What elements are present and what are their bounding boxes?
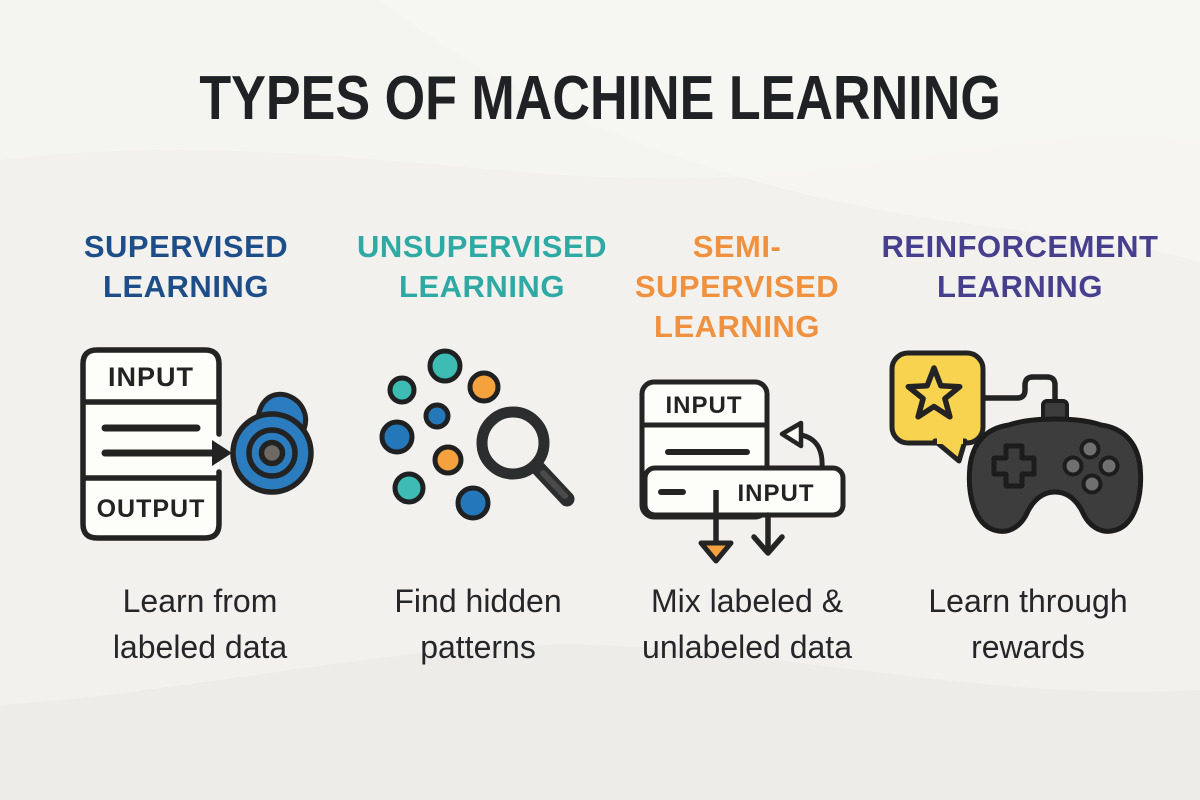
heading-line: LEARNING xyxy=(399,269,565,304)
heading-unsupervised-learning: UNSUPERVISED LEARNING xyxy=(332,227,632,307)
caption-supervised: Learn from labeled data xyxy=(50,578,350,670)
caption-unsupervised: Find hidden patterns xyxy=(328,578,628,670)
target-icon xyxy=(230,391,314,495)
speech-bubble-icon xyxy=(889,350,986,464)
wire xyxy=(982,374,1058,403)
page-title: TYPES OF MACHINE LEARNING xyxy=(199,64,1001,133)
reward-star-gamepad-icon xyxy=(889,350,1144,534)
curved-arrow-head xyxy=(779,420,804,449)
heading-reinforcement-learning: REINFORCEMENT LEARNING xyxy=(870,227,1170,307)
gamepad-icon xyxy=(966,399,1144,534)
down-arrow-plain-icon xyxy=(751,512,785,556)
heading-line: SUPERVISED xyxy=(634,269,840,304)
heading-semi-supervised-learning: SEMI- SUPERVISED LEARNING xyxy=(612,227,862,347)
heading-line: LEARNING xyxy=(103,269,269,304)
heading-line: SEMI- xyxy=(692,229,782,264)
input-label: INPUT xyxy=(108,362,194,392)
star-icon xyxy=(905,365,963,420)
caption-reinforcement: Learn through rewards xyxy=(878,578,1178,670)
caption-semi-supervised: Mix labeled & unlabeled data xyxy=(597,578,897,670)
input-bottom-label: INPUT xyxy=(738,480,815,507)
caption-line: Learn from xyxy=(122,583,278,619)
caption-line: Learn through xyxy=(928,583,1128,619)
io-box-border xyxy=(80,347,222,541)
cluster-dots xyxy=(379,348,501,521)
dpad-icon xyxy=(991,443,1037,489)
scatter-dots-magnifier-icon xyxy=(379,348,575,521)
input-output-target-icon: INPUT OUTPUT xyxy=(80,347,314,541)
magnifier-icon xyxy=(476,406,575,507)
action-buttons xyxy=(1062,438,1120,495)
heading-line: REINFORCEMENT xyxy=(881,229,1159,264)
caption-line: labeled data xyxy=(112,629,288,665)
heading-line: UNSUPERVISED xyxy=(356,229,608,264)
down-arrow-labeled-icon xyxy=(698,490,734,564)
heading-supervised-learning: SUPERVISED LEARNING xyxy=(36,227,336,307)
heading-line: LEARNING xyxy=(654,309,820,344)
output-label: OUTPUT xyxy=(97,495,206,523)
input-top-label: INPUT xyxy=(666,392,743,419)
caption-line: unlabeled data xyxy=(642,629,852,665)
stacked-input-arrows-icon: INPUT INPUT xyxy=(639,379,846,564)
arrow-head xyxy=(212,440,232,466)
caption-line: rewards xyxy=(971,629,1085,665)
io-box xyxy=(83,350,219,538)
caption-line: Find hidden xyxy=(394,583,562,619)
heading-line: SUPERVISED xyxy=(83,229,289,264)
heading-line: LEARNING xyxy=(937,269,1103,304)
overlap-input-box xyxy=(642,465,846,518)
caption-line: patterns xyxy=(420,629,536,665)
caption-line: Mix labeled & xyxy=(650,583,844,619)
